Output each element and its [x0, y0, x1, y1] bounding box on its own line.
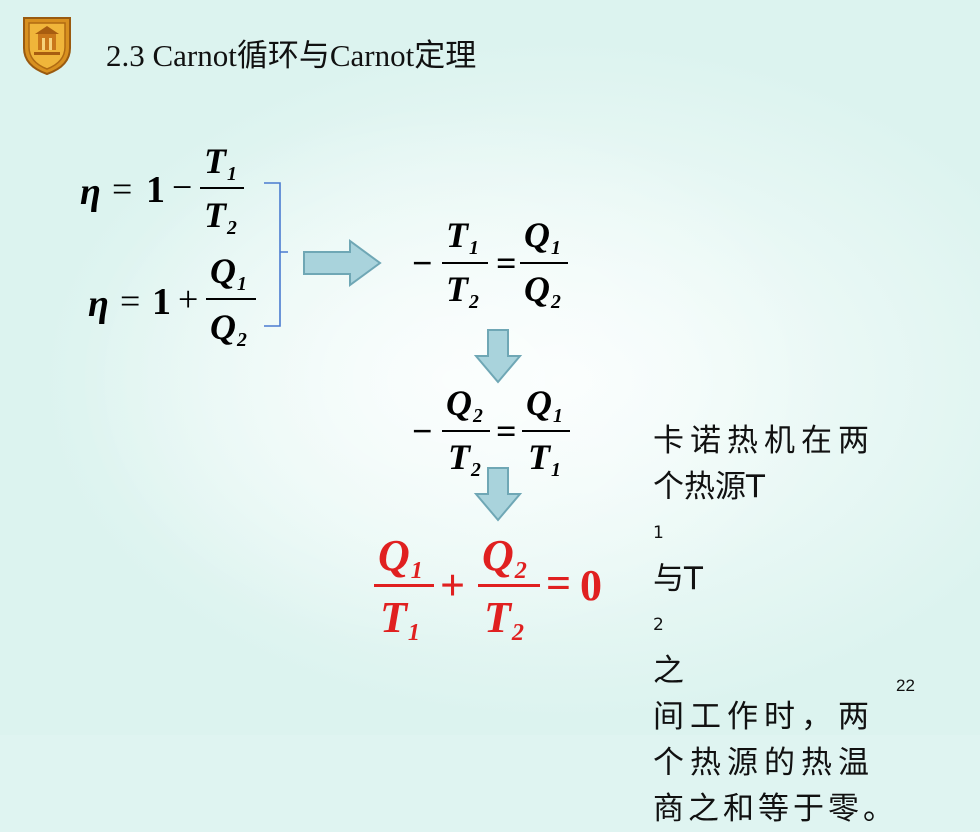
plus-sign: + [178, 279, 199, 319]
fraction-bar [478, 584, 540, 587]
equals-sign: = [546, 559, 572, 608]
page-number: 22 [896, 676, 915, 695]
numerator-Q1: Q1 [210, 251, 247, 295]
fraction-bar [442, 430, 490, 432]
denominator-T2: T2 [446, 269, 479, 313]
denominator-Q2: Q2 [210, 307, 247, 351]
content-glow [72, 100, 842, 660]
fraction-bar [520, 262, 568, 264]
equals-sign: = [496, 411, 517, 451]
zero: 0 [580, 561, 602, 610]
note-line-4: 个热源的热温 [653, 745, 875, 781]
denominator-T2: T2 [448, 437, 481, 481]
denominator-T2: T2 [484, 593, 524, 647]
numerator-Q1: Q1 [524, 215, 561, 259]
eta-symbol: η [80, 171, 101, 213]
plus-sign: + [440, 561, 466, 610]
right-arrow-icon [303, 239, 382, 287]
denominator-Q2: Q2 [524, 269, 561, 313]
numerator-T1: T1 [446, 215, 479, 259]
minus-sign: − [412, 243, 433, 283]
fraction-bar [442, 262, 488, 264]
denominator-T1: T1 [528, 437, 561, 481]
note-line-3: 间工作时，两 [653, 699, 875, 735]
fraction-bar [522, 430, 570, 432]
numerator-Q1: Q1 [378, 531, 423, 585]
numerator-T1: T1 [204, 141, 237, 185]
fraction-bar [200, 187, 244, 189]
numerator-Q2: Q2 [482, 531, 527, 585]
eta-symbol: η [88, 283, 109, 325]
slide-title: 2.3 Carnot循环与Carnot定理 [106, 38, 477, 73]
school-emblem-icon [23, 17, 71, 76]
equals-sign: = [120, 281, 141, 321]
equals-sign: = [496, 243, 517, 283]
minus-sign: − [412, 411, 433, 451]
denominator-T2: T2 [204, 195, 237, 239]
down-arrow-icon [473, 467, 523, 522]
minus-sign: − [172, 167, 193, 207]
fraction-bar [374, 584, 434, 587]
numerator-Q2: Q2 [446, 383, 483, 427]
denominator-T1: T1 [380, 593, 420, 647]
one: 1 [152, 281, 171, 323]
note-line-5: 商之和等于零。 [653, 791, 898, 827]
right-brace [264, 182, 288, 327]
fraction-bar [206, 298, 256, 300]
note-line-1: 卡诺热机在两 [653, 423, 875, 459]
numerator-Q1: Q1 [526, 383, 563, 427]
down-arrow-icon [473, 329, 523, 384]
equals-sign: = [112, 169, 133, 209]
one: 1 [146, 169, 165, 211]
